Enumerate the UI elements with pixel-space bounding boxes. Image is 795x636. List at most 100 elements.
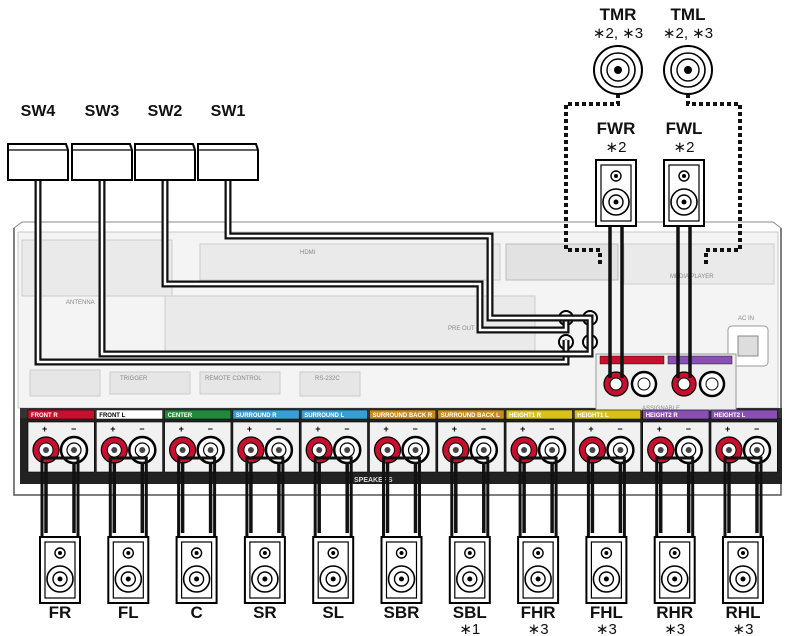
plus-sign: + xyxy=(315,424,320,434)
positive-terminal-hole xyxy=(385,447,391,453)
subwoofer-sw3 xyxy=(72,144,132,180)
terminal-label: SURROUND R xyxy=(236,413,277,419)
speaker-label: SBL xyxy=(453,603,487,622)
woofer-center xyxy=(604,577,609,582)
pre-out-label: PRE OUT xyxy=(448,326,475,332)
terminal-label: FRONT L xyxy=(99,413,125,419)
plus-sign: + xyxy=(520,424,525,434)
plus-sign: + xyxy=(384,424,389,434)
tweeter-center xyxy=(195,551,199,555)
positive-terminal-center xyxy=(678,378,690,390)
speaker-note: ∗3 xyxy=(733,621,754,636)
negative-terminal-hole xyxy=(413,447,419,453)
positive-terminal-hole xyxy=(658,447,664,453)
positive-terminal-hole xyxy=(316,447,322,453)
woofer-center xyxy=(467,577,472,582)
minus-sign: − xyxy=(71,424,76,434)
subwoofer-sw4 xyxy=(8,144,68,180)
speaker-c xyxy=(177,537,217,603)
tweeter-center xyxy=(614,174,618,178)
positive-terminal-center xyxy=(610,378,622,390)
speaker-tmr xyxy=(594,46,642,94)
speaker-rhl xyxy=(723,537,763,603)
minus-sign: − xyxy=(276,424,281,434)
positive-terminal-hole xyxy=(180,447,186,453)
minus-sign: − xyxy=(617,424,622,434)
speaker-fl xyxy=(108,537,148,603)
minus-sign: − xyxy=(549,424,554,434)
positive-terminal-hole xyxy=(589,447,595,453)
tweeter-center xyxy=(263,551,267,555)
terminal-label: HEIGHT1 R xyxy=(509,413,542,419)
speaker-label: SR xyxy=(253,603,277,622)
minus-sign: − xyxy=(754,424,759,434)
top-speaker-label: TML xyxy=(671,5,706,24)
speaker-label: SBR xyxy=(384,603,420,622)
woofer-center xyxy=(126,577,131,582)
plus-sign: + xyxy=(588,424,593,434)
plus-sign: + xyxy=(110,424,115,434)
negative-terminal-hole xyxy=(71,447,77,453)
terminal-label: CENTER xyxy=(168,413,193,419)
tweeter-center xyxy=(682,174,686,178)
speaker-label: RHL xyxy=(726,603,761,622)
positive-terminal-hole xyxy=(248,447,254,453)
negative-terminal-hole xyxy=(139,447,145,453)
woofer-center xyxy=(672,577,677,582)
woofer-center xyxy=(741,577,746,582)
speaker-fhr xyxy=(518,537,558,603)
negative-terminal-center xyxy=(638,378,650,390)
negative-terminal-hole xyxy=(686,447,692,453)
woofer-center xyxy=(399,577,404,582)
tweeter-center xyxy=(331,551,335,555)
ceiling-speaker-center xyxy=(684,66,692,74)
hdmi-label: HDMI xyxy=(300,250,316,256)
tweeter-center xyxy=(58,551,62,555)
ceiling-speaker-center xyxy=(614,66,622,74)
ac-in-label: AC IN xyxy=(738,316,754,322)
minus-sign: − xyxy=(139,424,144,434)
tweeter-center xyxy=(536,551,540,555)
subwoofer-label: SW1 xyxy=(211,103,246,120)
speaker-note: ∗1 xyxy=(459,621,480,636)
terminal-label: HEIGHT2 L xyxy=(714,413,746,419)
minus-sign: − xyxy=(481,424,486,434)
speaker-fr xyxy=(40,537,80,603)
plus-sign: + xyxy=(452,424,457,434)
plus-sign: + xyxy=(179,424,184,434)
minus-sign: − xyxy=(344,424,349,434)
minus-sign: − xyxy=(413,424,418,434)
woofer-center xyxy=(614,200,619,205)
speaker-sr xyxy=(245,537,285,603)
front-wide-note: ∗2 xyxy=(674,139,695,156)
speaker-label: FL xyxy=(118,603,139,622)
tweeter-center xyxy=(400,551,404,555)
top-speaker-note: ∗2, ∗3 xyxy=(663,25,713,42)
subwoofer-sw2 xyxy=(135,144,195,180)
top-speaker-note: ∗2, ∗3 xyxy=(593,25,643,42)
antenna-label: ANTENNA xyxy=(66,300,95,306)
speaker-label: FHL xyxy=(590,603,623,622)
terminal-label: SURROUND L xyxy=(304,413,344,419)
speaker-label: C xyxy=(190,603,202,622)
speaker-sl xyxy=(313,537,353,603)
subwoofer-label: SW3 xyxy=(85,103,120,120)
woofer-center xyxy=(262,577,267,582)
positive-terminal-hole xyxy=(43,447,49,453)
positive-terminal-hole xyxy=(521,447,527,453)
positive-terminal-hole xyxy=(453,447,459,453)
minus-sign: − xyxy=(686,424,691,434)
speaker-fhl xyxy=(586,537,626,603)
speaker-note: ∗3 xyxy=(664,621,685,636)
speaker-sbl xyxy=(450,537,490,603)
speaker-sbr xyxy=(382,537,422,603)
negative-terminal-center xyxy=(706,378,718,390)
speaker-fwr xyxy=(596,160,636,226)
speaker-note: ∗3 xyxy=(596,621,617,636)
plus-sign: + xyxy=(657,424,662,434)
positive-terminal-hole xyxy=(726,447,732,453)
subwoofer-sw1 xyxy=(198,144,258,180)
speaker-rhr xyxy=(655,537,695,603)
plus-sign: + xyxy=(42,424,47,434)
subwoofer-label: SW4 xyxy=(21,103,56,120)
